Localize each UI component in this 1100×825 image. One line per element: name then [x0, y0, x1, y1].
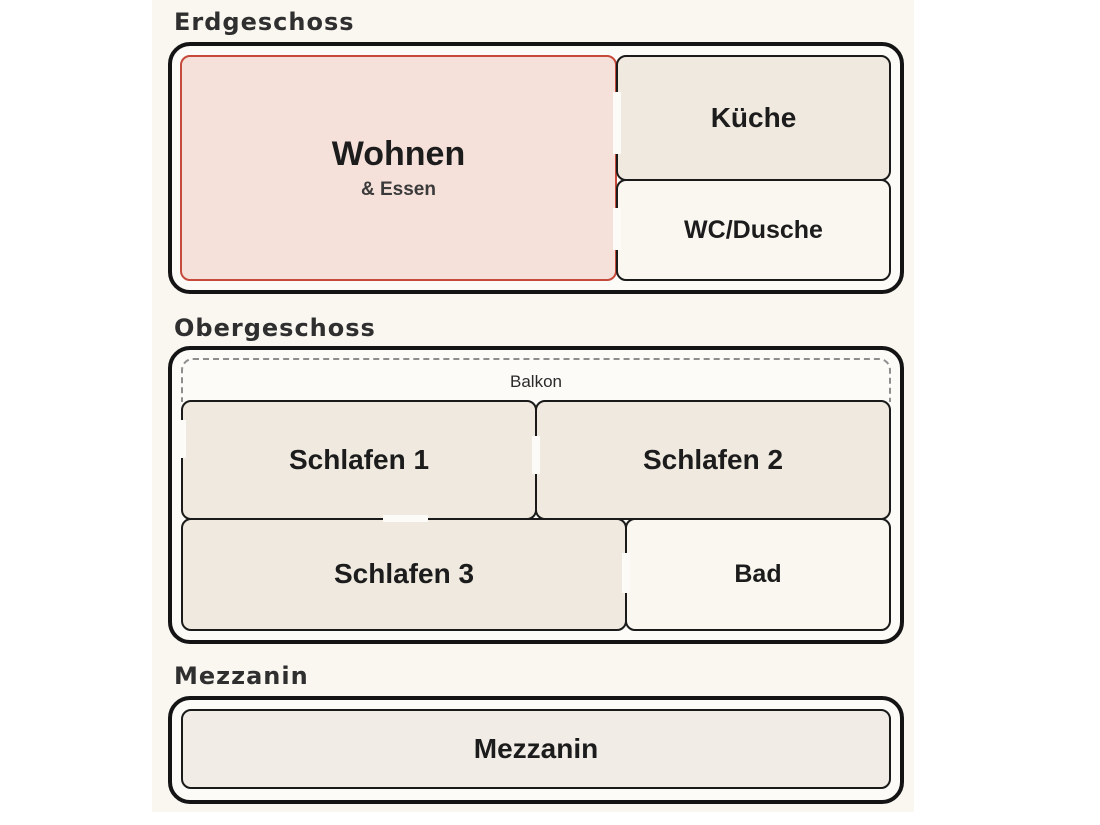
room-schlafen-1[interactable]: Schlafen 1 — [181, 400, 537, 520]
door-opening — [613, 92, 621, 154]
door-opening — [383, 515, 428, 522]
door-opening — [622, 553, 630, 593]
floor-label-mezzanine: Mezzanin — [174, 662, 309, 690]
room-wc[interactable]: WC/Dusche — [616, 179, 891, 281]
door-opening — [613, 208, 621, 250]
room-schlafen-1-name: Schlafen 1 — [288, 443, 430, 475]
room-mezzanin[interactable]: Mezzanin — [181, 709, 891, 789]
door-opening — [532, 436, 540, 474]
room-wohnen[interactable]: Wohnen & Essen — [180, 55, 617, 281]
room-mezzanin-name: Mezzanin — [473, 732, 599, 764]
room-schlafen-3[interactable]: Schlafen 3 — [181, 518, 627, 631]
balcony[interactable]: Balkon — [181, 358, 891, 402]
floor-label-upper: Obergeschoss — [174, 314, 376, 342]
room-kueche-name: Küche — [710, 101, 797, 133]
balcony-label: Balkon — [510, 372, 562, 391]
room-schlafen-2-name: Schlafen 2 — [642, 443, 784, 475]
room-wc-name: WC/Dusche — [684, 215, 823, 244]
room-schlafen-3-name: Schlafen 3 — [333, 558, 475, 590]
door-opening — [177, 420, 186, 458]
room-wohnen-name: Wohnen — [331, 135, 466, 174]
room-wohnen-sub: & Essen — [361, 178, 436, 200]
room-bad-name: Bad — [734, 560, 782, 589]
room-bad[interactable]: Bad — [625, 518, 891, 631]
floor-label-ground: Erdgeschoss — [174, 8, 355, 36]
room-schlafen-2[interactable]: Schlafen 2 — [535, 400, 891, 520]
room-kueche[interactable]: Küche — [616, 55, 891, 181]
